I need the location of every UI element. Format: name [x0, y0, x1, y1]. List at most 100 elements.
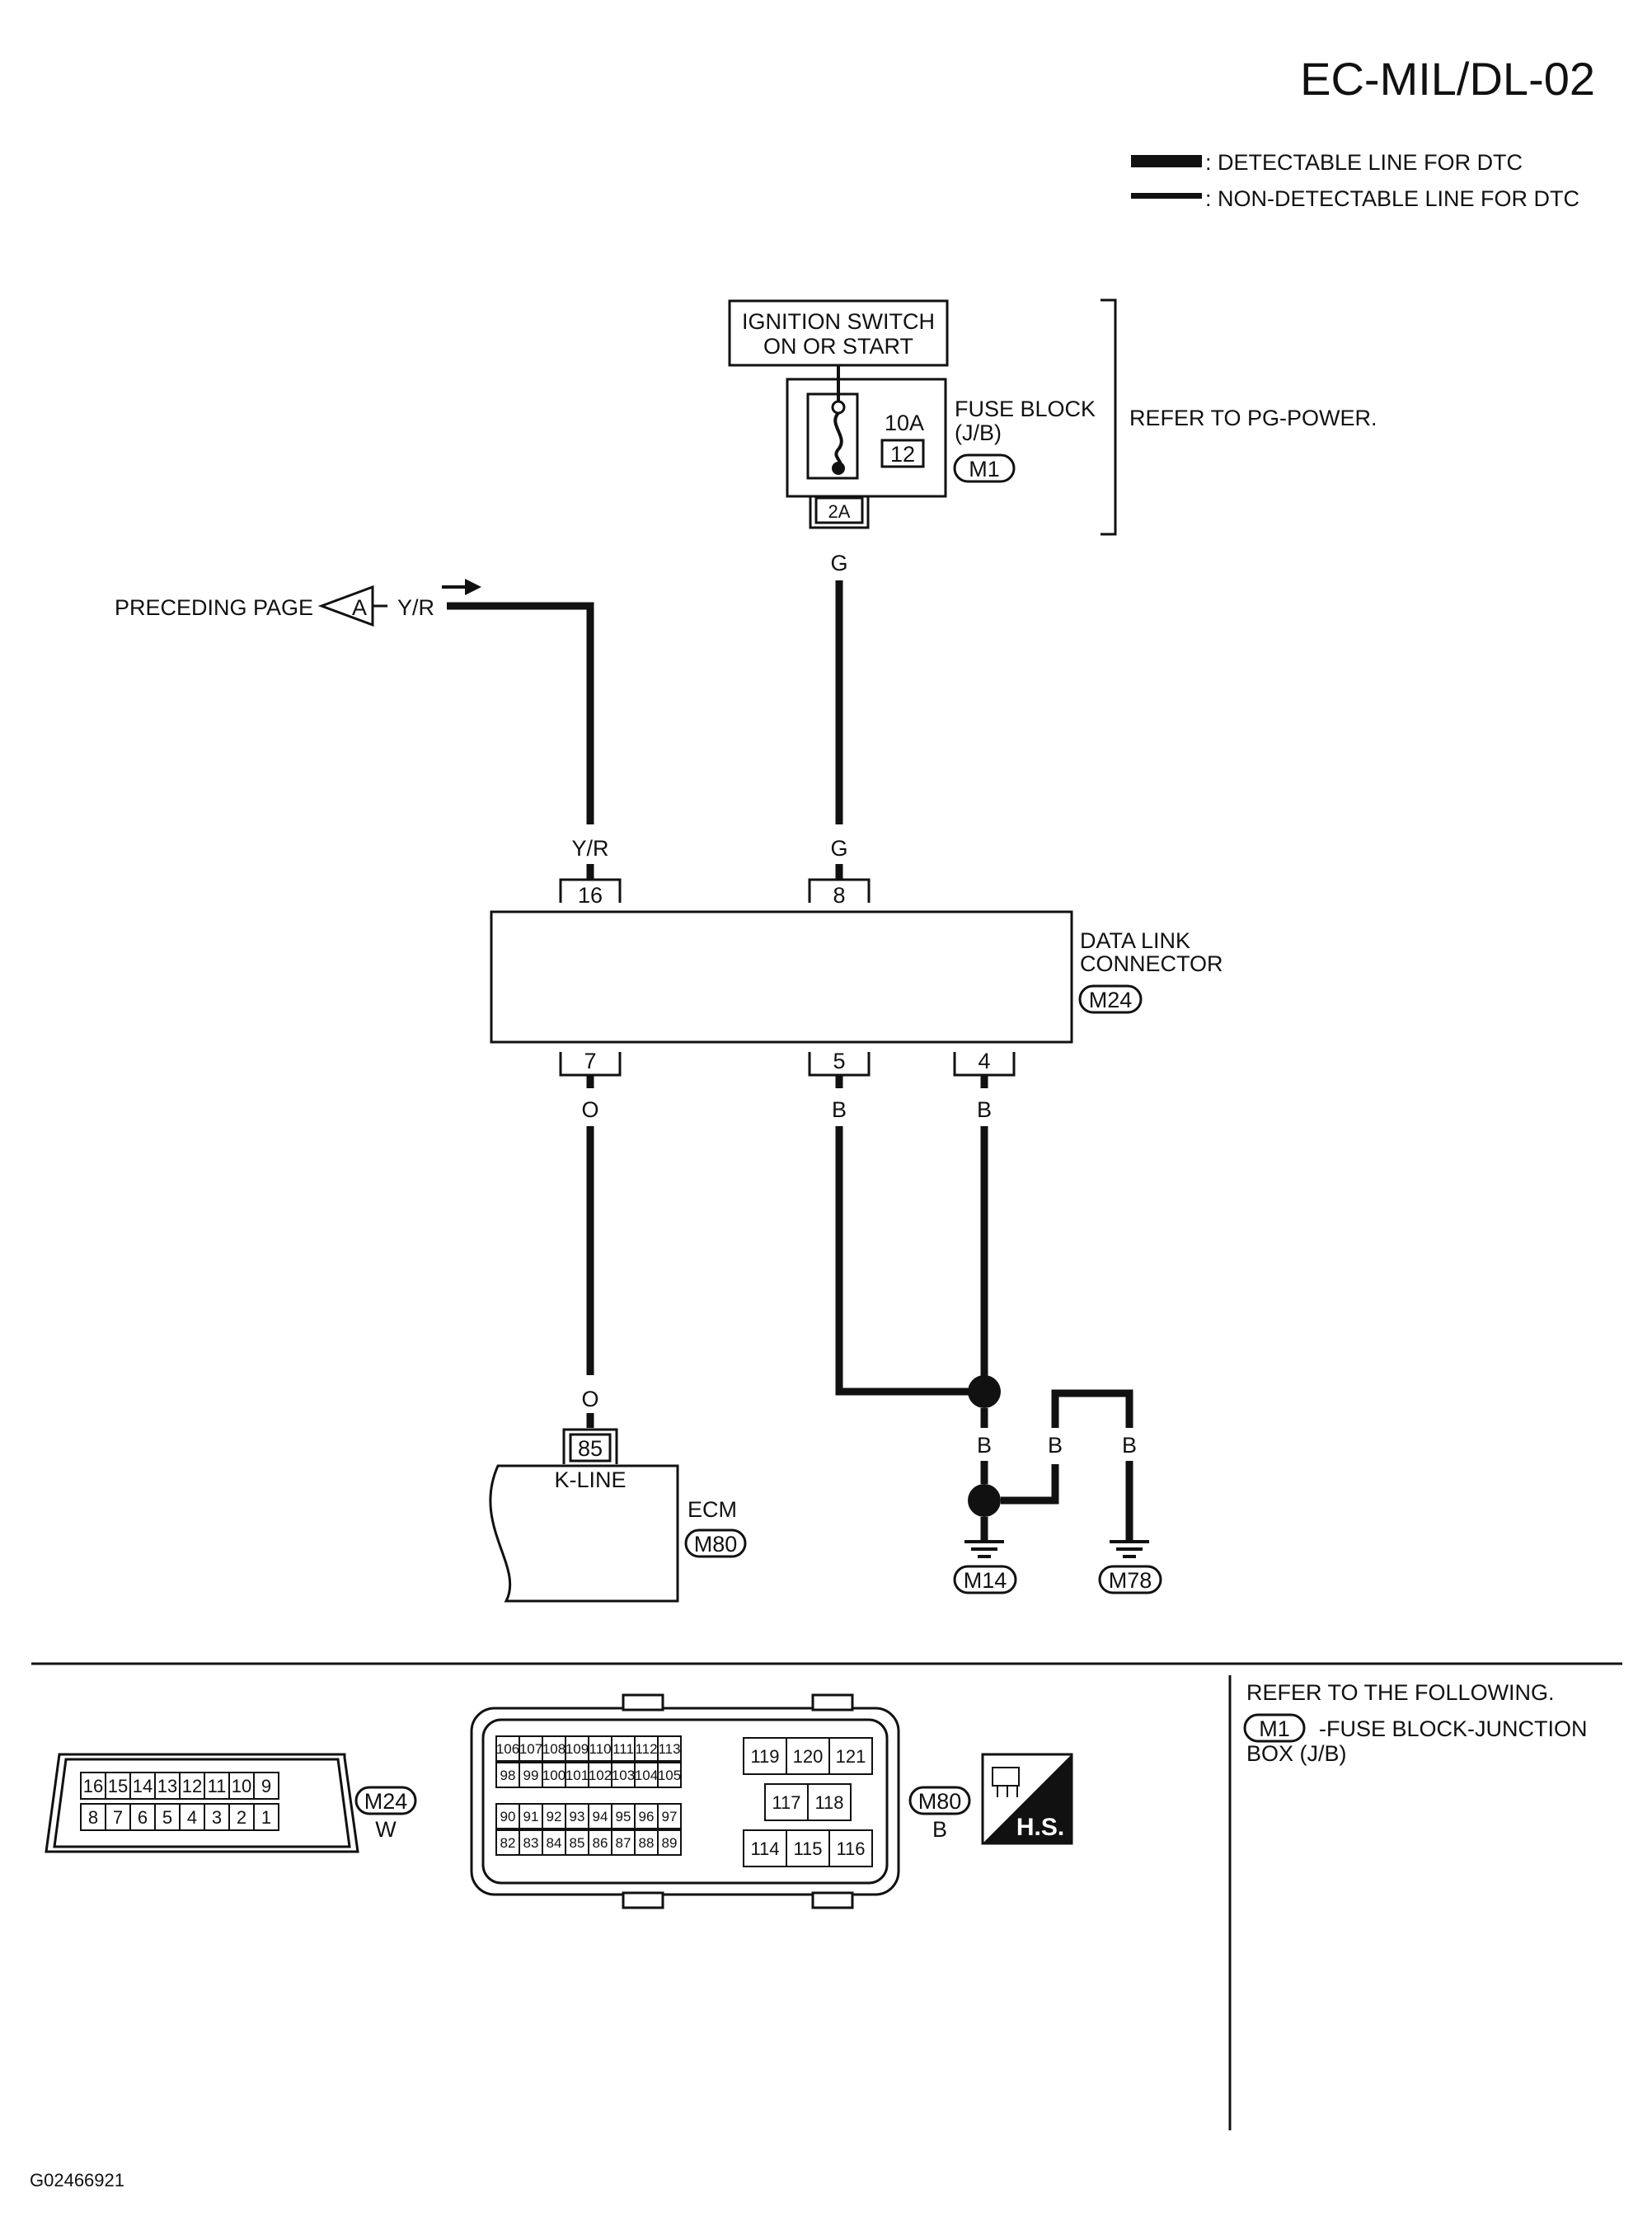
fuse-terminal-2a: 2A	[828, 501, 851, 522]
harness-side-label: H.S.	[1016, 1814, 1064, 1841]
pin-cell	[253, 1803, 279, 1831]
pin-cell	[807, 1783, 852, 1821]
pin-number: 15	[108, 1776, 128, 1796]
ground-m14-label: M14	[964, 1568, 1007, 1593]
ecm-box	[489, 1464, 679, 1603]
wire-color-g-top: G	[830, 551, 847, 575]
pin-cell	[828, 1829, 873, 1867]
pin-number: 104	[635, 1768, 658, 1783]
pin-number: 95	[616, 1809, 631, 1824]
pin-cell	[743, 1737, 787, 1775]
pin-number: 100	[542, 1768, 566, 1783]
connector-view-m80-color: B	[932, 1817, 947, 1842]
pin-number: 120	[793, 1746, 824, 1767]
fuse-terminal-bracket	[809, 496, 870, 529]
pin-cell	[495, 1735, 520, 1762]
wire-b-branch	[1001, 1464, 1059, 1505]
ground-symbol-m14	[964, 1540, 1004, 1558]
ignition-switch-label: IGNITION SWITCH	[742, 309, 935, 334]
pin-number: 2	[237, 1807, 246, 1828]
refer-box-jb-text: BOX (J/B)	[1246, 1741, 1347, 1766]
pin-cell	[542, 1762, 566, 1788]
connector-tag-m24-label: M24	[1089, 988, 1133, 1012]
pin-number: 116	[836, 1838, 865, 1859]
off-page-connector-a-label: A	[352, 595, 367, 620]
connector-view-m24-id: M24	[364, 1789, 408, 1814]
wire-b5	[835, 1126, 983, 1396]
pin-cell	[611, 1762, 636, 1788]
pin-number: 7	[113, 1807, 123, 1828]
preceding-page-label: PRECEDING PAGE	[115, 595, 313, 620]
refer-connector-m1: M1	[1259, 1716, 1290, 1741]
fuse-block-jb: (J/B)	[955, 420, 1002, 445]
pin-number: 96	[639, 1809, 655, 1824]
page-title: EC-MIL/DL-02	[1300, 53, 1595, 105]
legend-detectable-swatch	[1131, 155, 1202, 167]
pin-number: 98	[500, 1768, 516, 1783]
pin-cell	[179, 1803, 205, 1831]
wire-color-yr-preceding: Y/R	[397, 595, 434, 620]
pin-cell	[786, 1829, 830, 1867]
connector-view-m24-color: W	[375, 1817, 397, 1842]
fuse-terminal-top	[831, 400, 846, 415]
pin-number: 14	[133, 1776, 153, 1796]
pin-number: 111	[612, 1741, 634, 1757]
data-link-connector-box	[490, 910, 1073, 1044]
connector-tag-m1	[953, 453, 1016, 483]
pin-number: 101	[566, 1768, 589, 1783]
pin-number: 10	[232, 1776, 251, 1796]
pin-number: 4	[187, 1807, 197, 1828]
pin-cell	[634, 1803, 659, 1829]
pin-number: 115	[793, 1838, 822, 1859]
wire-b-loop	[1051, 1389, 1133, 1428]
wire-color-yr-dlc: Y/R	[571, 836, 608, 861]
ecm-k-line-label: K-LINE	[554, 1467, 626, 1492]
refer-pg-power: REFER TO PG-POWER.	[1129, 406, 1377, 430]
pin-number: 102	[589, 1768, 612, 1783]
pin-number: 110	[589, 1741, 611, 1757]
dlc-pin-16: 16	[578, 883, 603, 908]
pin-cell	[519, 1735, 543, 1762]
pin-cell	[495, 1829, 520, 1856]
pin-cell	[105, 1772, 131, 1800]
pin-cell	[634, 1735, 659, 1762]
wire-color-b5: B	[832, 1097, 847, 1122]
pin-cell	[786, 1737, 830, 1775]
connector-tag-m24	[1078, 984, 1143, 1014]
fuse-rating: 10A	[885, 411, 924, 435]
pin-cell	[253, 1772, 279, 1800]
wire-color-o-ecm: O	[581, 1387, 598, 1411]
pin-number: 3	[212, 1807, 222, 1828]
pin-number: 9	[261, 1776, 271, 1796]
connector-tag-m80-label: M80	[694, 1532, 738, 1557]
figure-code: G02466921	[30, 2170, 124, 2190]
pin-number: 84	[547, 1835, 562, 1851]
refer-following: REFER TO THE FOLLOWING.	[1246, 1680, 1555, 1705]
pin-cell	[657, 1762, 682, 1788]
refer-connector-tag	[1243, 1713, 1306, 1743]
pin-cell	[657, 1735, 682, 1762]
pin-cell	[519, 1762, 543, 1788]
pin-number: 13	[157, 1776, 177, 1796]
pin-number: 88	[639, 1835, 655, 1851]
pin-number: 6	[138, 1807, 148, 1828]
pin-number: 87	[616, 1835, 631, 1851]
pin-cell	[542, 1803, 566, 1829]
pin-cell	[611, 1829, 636, 1856]
pin-number: 94	[593, 1809, 608, 1824]
wire-color-b-b: B	[1048, 1433, 1063, 1458]
fuse-housing	[806, 392, 859, 480]
ground-m78-label: M78	[1109, 1568, 1152, 1593]
pin-number: 107	[519, 1741, 542, 1757]
pin-number: 1	[261, 1807, 271, 1828]
ecm-pin-85-box	[569, 1433, 612, 1463]
legend-non-detectable-swatch	[1131, 193, 1202, 199]
pin-number: 113	[658, 1741, 680, 1757]
pin-cell	[495, 1762, 520, 1788]
wire-color-g-dlc: G	[830, 836, 847, 861]
pin-cell	[105, 1803, 131, 1831]
fuse-terminal-bottom	[832, 462, 845, 475]
connector-tag-m80-view	[908, 1786, 971, 1815]
